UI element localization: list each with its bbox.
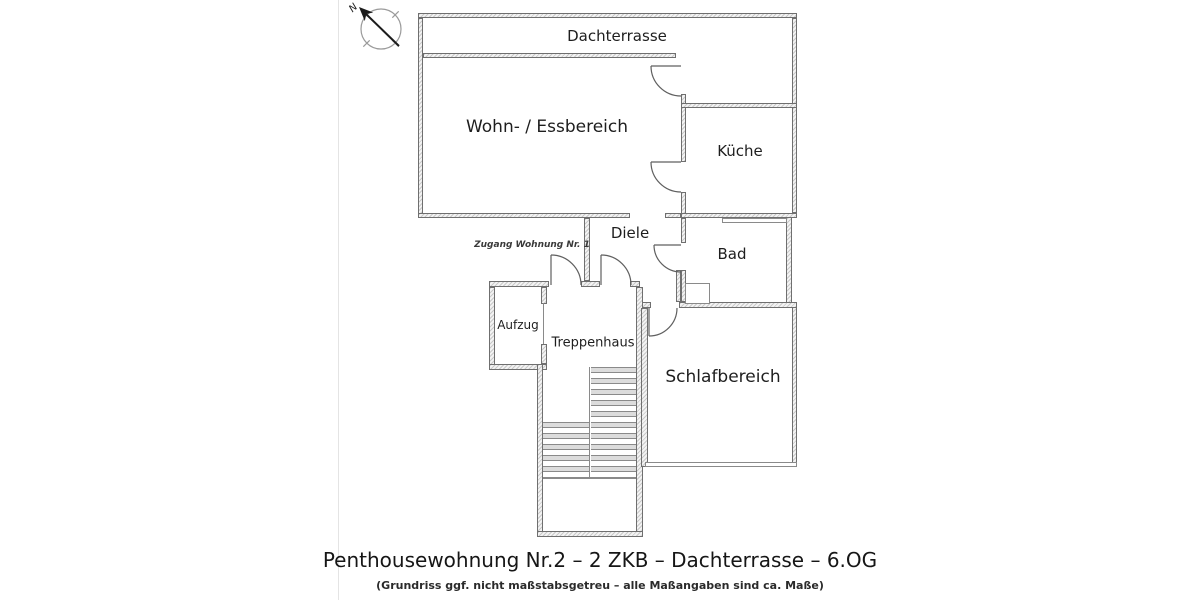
door-wohnbereich-kueche <box>650 161 682 193</box>
stairs-left-flight <box>543 422 589 477</box>
room-label-dachterrasse: Dachterrasse <box>567 27 667 45</box>
wall-wohnbereich-bottom-stub <box>665 213 681 218</box>
annotation-zugang: Zugang Wohnung Nr. 1 <box>474 240 590 250</box>
sheet-edge-line <box>338 0 339 600</box>
plan-disclaimer: (Grundriss ggf. nicht maßstabsgetreu – a… <box>376 579 824 592</box>
wall-aufzug-right <box>541 344 547 364</box>
wall-corridor-bottom <box>489 281 549 287</box>
room-label-aufzug: Aufzug <box>497 318 539 332</box>
door-zugang-wohnung1 <box>550 254 582 286</box>
room-label-bad: Bad <box>717 245 747 263</box>
wall-aufzug-left <box>489 287 495 370</box>
stairs-right-flight <box>591 367 636 477</box>
wall-kueche-top <box>681 103 797 108</box>
wall-right-outer-upper <box>792 18 797 213</box>
stairs-base-line <box>543 477 636 479</box>
shaft-box <box>685 283 710 304</box>
stairs-flight-divider <box>589 367 590 477</box>
wall-aufzug-bottom <box>489 364 547 370</box>
door-wohnbereich-terrasse <box>650 65 682 97</box>
wall-right-bad <box>786 213 792 306</box>
wall-right-schlafbereich <box>792 302 797 467</box>
compass-north-label: N <box>347 1 360 15</box>
kueche-sill-notch <box>722 218 787 223</box>
wall-schlafbereich-left <box>641 308 648 467</box>
wall-top-outer <box>418 13 797 18</box>
elevator-door-line <box>543 303 544 344</box>
wall-vestibule-divider <box>584 218 590 281</box>
wall-passage-stub <box>676 270 681 302</box>
wall-stairwell-bottom <box>537 531 643 537</box>
wall-left-outer <box>418 18 423 218</box>
plan-title: Penthousewohnung Nr.2 – 2 ZKB – Dachterr… <box>322 548 878 572</box>
wall-center-vertical <box>681 94 686 162</box>
room-label-wohnbereich: Wohn- / Essbereich <box>465 117 629 137</box>
door-schlafbereich <box>648 307 678 337</box>
room-label-diele: Diele <box>610 224 650 242</box>
wall-kueche-bottom <box>681 213 797 218</box>
wall-wohnbereich-bottom <box>418 213 630 218</box>
north-arrow-shaft <box>365 13 400 47</box>
wall-dachterrasse-bottom <box>423 53 676 58</box>
room-label-treppenhaus: Treppenhaus <box>551 335 635 351</box>
wall-schlafbereich-top <box>679 302 797 308</box>
wall-schlafbereich-bottom-thin <box>645 462 797 467</box>
room-label-kueche: Küche <box>717 142 763 160</box>
wall-aufzug-right <box>541 287 547 304</box>
room-label-schlafbereich: Schlafbereich <box>665 367 781 387</box>
compass-icon: N <box>347 1 402 50</box>
wall-corridor-bottom <box>581 281 600 287</box>
door-diele-bad <box>653 244 682 273</box>
north-arrow-head <box>359 7 374 22</box>
door-treppenhaus-diele <box>600 254 632 286</box>
wall-diele-bad <box>681 218 686 243</box>
